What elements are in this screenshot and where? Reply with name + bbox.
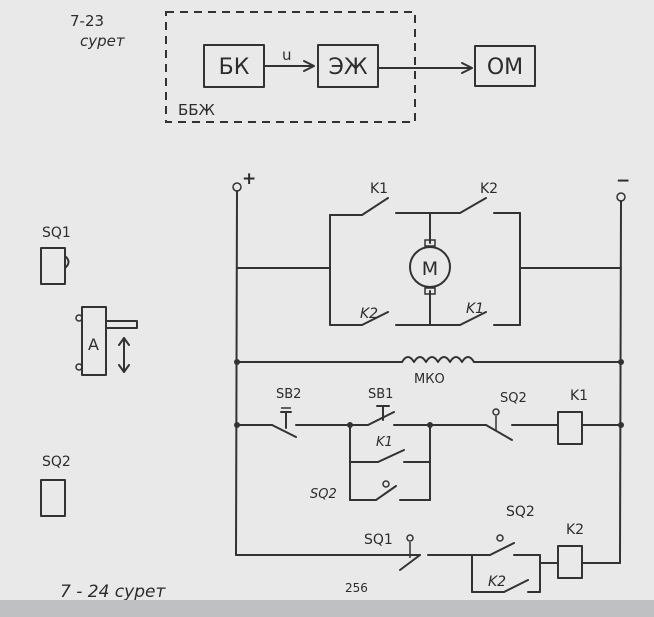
actuator-rod — [105, 320, 138, 329]
push-button-sb2-icon — [280, 411, 292, 429]
actuator-a-symbol — [81, 306, 107, 376]
block-ezh — [317, 44, 379, 88]
k1-hold-label: K1 — [376, 435, 393, 450]
relay-coil-k1 — [557, 411, 583, 445]
limit-sq1-contact — [399, 554, 421, 571]
limit-roller-icon — [382, 480, 390, 488]
block-bk-label: БК — [219, 55, 250, 80]
k2-contact-label: K2 — [488, 574, 506, 590]
sq2-hold-label: SQ2 — [310, 487, 337, 502]
figure-7-24: + − M K1 K2 K2 K1 МКО — [60, 169, 630, 602]
k2-bottom-label: K2 — [360, 306, 378, 322]
k1-coil-label: K1 — [570, 388, 588, 404]
terminal-minus-label: − — [616, 171, 630, 191]
side-sq2-label: SQ2 — [42, 454, 71, 470]
coil-mko-label: МКО — [414, 372, 445, 387]
actuator-a-label: A — [88, 335, 99, 354]
block-om — [474, 45, 536, 87]
motor-icon — [409, 246, 451, 288]
terminal-plus-label: + — [242, 169, 256, 189]
signal-label-u: u — [282, 46, 292, 64]
k2-top-label: K2 — [480, 181, 498, 197]
coil-mko-icon — [401, 356, 475, 363]
actuator-terminal — [75, 314, 83, 322]
fig-7-23-number: 7-23 — [70, 12, 104, 30]
contact-k2-bottom — [361, 311, 389, 326]
plus-rail — [235, 190, 238, 556]
junction-dot — [618, 422, 624, 428]
arrow-head-icon — [461, 62, 473, 74]
arrow-up-icon — [118, 337, 130, 346]
limit-switch-sq2-symbol — [40, 479, 66, 517]
contact-k1-top — [361, 197, 389, 216]
limit-sq2-row4-contact — [489, 542, 515, 556]
terminal-minus — [616, 192, 626, 202]
sb1-label: SB1 — [368, 387, 393, 402]
terminal-plus — [232, 182, 242, 192]
sq1-row4-label: SQ1 — [364, 532, 393, 548]
limit-switch-roller — [64, 255, 70, 269]
contact-k1-hold — [377, 449, 405, 463]
fig-7-24-caption: 7 - 24 сурет — [60, 582, 166, 602]
arrow-down-icon — [118, 364, 130, 373]
limit-sq2-hold-contact — [375, 485, 397, 501]
actuator-terminal — [75, 363, 83, 371]
button-sb2-contact — [271, 424, 297, 438]
limit-switch-sq1-symbol — [40, 247, 66, 285]
group-label-bbzh: ББЖ — [178, 101, 215, 119]
junction-dot — [618, 359, 624, 365]
block-ezh-label: ЭЖ — [328, 55, 367, 80]
k1-top-label: K1 — [370, 181, 388, 197]
minus-rail — [619, 200, 622, 556]
motor-brush — [424, 287, 436, 295]
contact-k2-hold — [503, 579, 529, 593]
relay-coil-k2 — [557, 545, 583, 579]
fig-7-23-caption: сурет — [80, 32, 126, 50]
side-symbols: SQ1 A SQ2 — [40, 225, 138, 517]
block-om-label: ОМ — [487, 55, 523, 80]
limit-roller-icon — [492, 408, 500, 416]
limit-sq2-row3-contact — [485, 424, 513, 441]
page-number: 256 — [345, 581, 368, 595]
limit-roller-icon — [496, 534, 504, 542]
side-sq1-label: SQ1 — [42, 225, 71, 241]
k1-bottom-label: K1 — [466, 301, 484, 317]
arrow-head-icon — [303, 60, 315, 72]
sb2-label: SB2 — [276, 387, 301, 402]
contact-k2-top — [459, 197, 487, 214]
motor-brush — [424, 239, 436, 247]
page-bottom-edge — [0, 600, 654, 617]
junction-dot — [234, 359, 240, 365]
figure-7-23: 7-23 сурет БК u ЭЖ ОМ ББЖ — [70, 11, 536, 123]
motor-label: M — [422, 258, 438, 280]
junction-dot — [234, 422, 240, 428]
bbzh-dashed-frame — [165, 11, 416, 123]
sq2-row4-label: SQ2 — [506, 504, 535, 520]
button-sb1-contact — [367, 411, 395, 426]
sq2-row3-label: SQ2 — [500, 391, 527, 406]
contact-k1-bottom — [459, 311, 487, 326]
k2-coil-label: K2 — [566, 522, 584, 538]
limit-roller-icon — [406, 534, 414, 542]
push-button-sb1-icon — [376, 405, 390, 421]
